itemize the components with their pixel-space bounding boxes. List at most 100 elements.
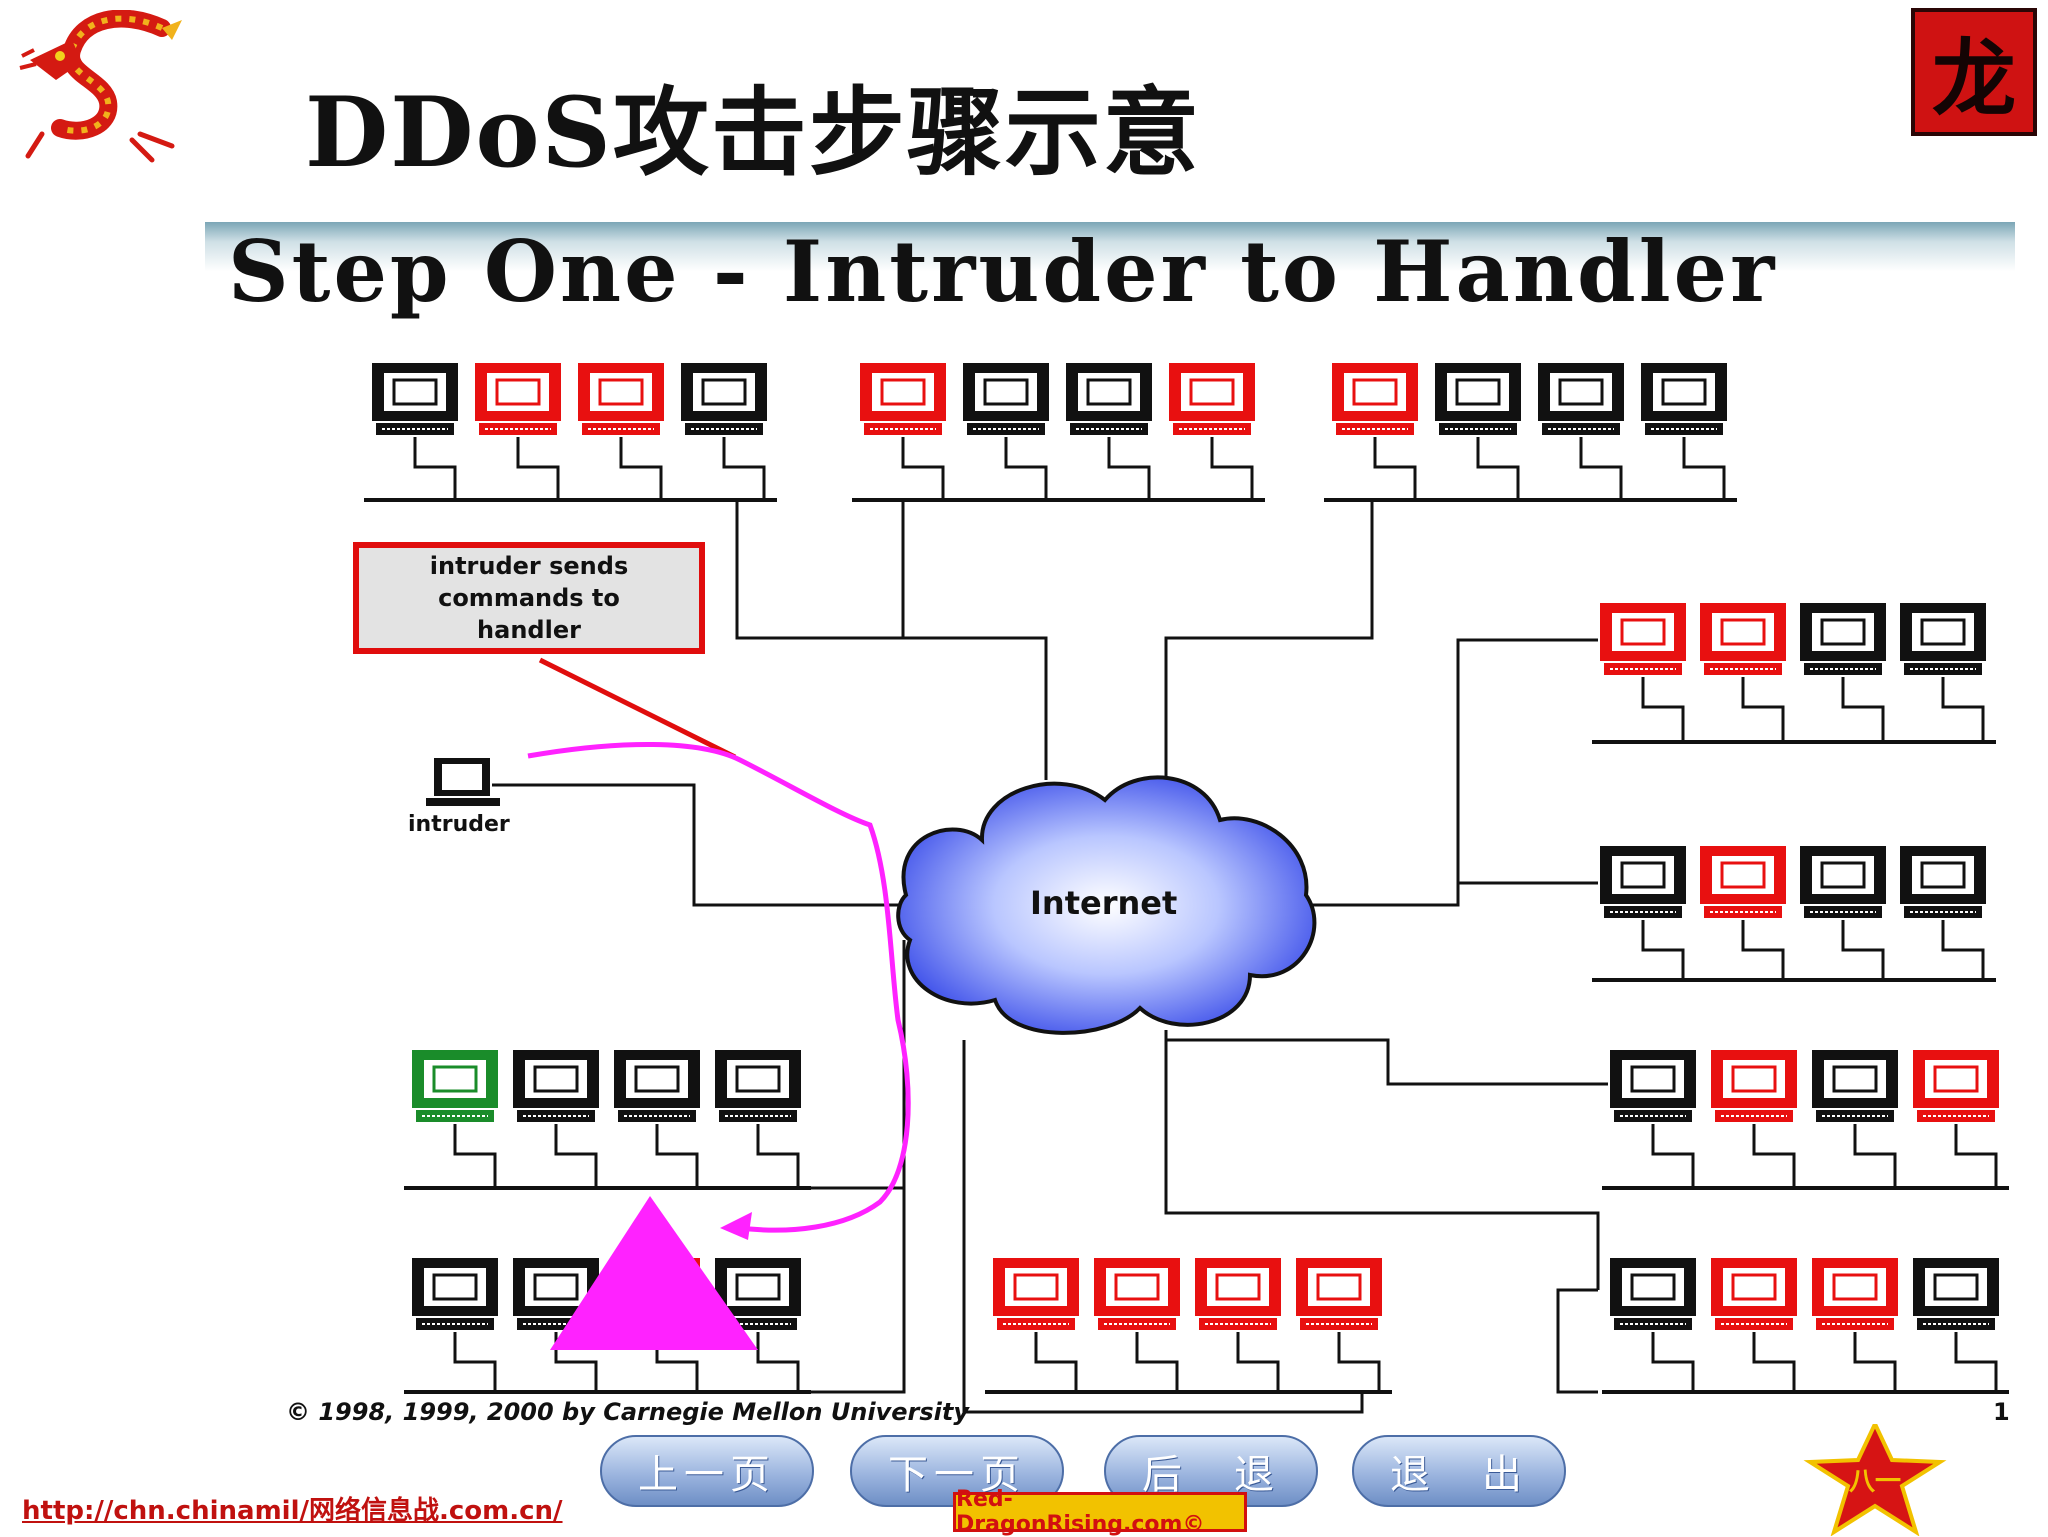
internet-cloud (896, 775, 1317, 1035)
terminal-drop-line (1210, 437, 1254, 500)
terminal-drop-line (1841, 920, 1885, 980)
terminal-icon (681, 363, 767, 500)
terminal-drop-line (554, 1124, 598, 1188)
slide-title: DDoS攻击步骤示意 (305, 76, 1201, 189)
terminal-drop-line (1651, 1124, 1695, 1188)
terminal-icon (1332, 363, 1418, 500)
terminal-icon (1600, 846, 1686, 980)
svg-text:八一: 八一 (1849, 1467, 1901, 1497)
callout-box: intruder sends commands to handler (353, 542, 705, 654)
terminal-drop-line (1034, 1332, 1078, 1392)
terminal-icon (1066, 363, 1152, 500)
intruder-label: intruder (408, 812, 510, 837)
terminal-icon (475, 363, 561, 500)
terminal-icon (1700, 603, 1786, 742)
step-title: Step One - Intruder to Handler (228, 222, 1778, 321)
source-url-link[interactable]: http://chn.chinamil/网络信息战.com.cn/ (22, 1496, 563, 1526)
terminal-icon (1711, 1050, 1797, 1188)
terminal-drop-line (1954, 1124, 1998, 1188)
network-link (1306, 638, 1598, 907)
terminal-icon (412, 1050, 498, 1188)
terminal-drop-line (1373, 437, 1417, 500)
brand-label: Red-DragonRising.com© (953, 1487, 1247, 1537)
terminal-drop-line (413, 437, 457, 500)
terminal-drop-line (1579, 437, 1623, 500)
command-path-arrow (527, 741, 911, 1233)
lan-segment (985, 1258, 1392, 1394)
handler-highlight-triangle (550, 1196, 758, 1350)
terminal-icon (1812, 1258, 1898, 1392)
lan-segment (1592, 603, 1996, 744)
terminal-icon (614, 1050, 700, 1188)
terminal-drop-line (1741, 677, 1785, 742)
terminal-drop-line (1853, 1124, 1897, 1188)
terminal-icon (963, 363, 1049, 500)
terminal-icon (1800, 846, 1886, 980)
terminal-drop-line (1004, 437, 1048, 500)
lan-segment (1602, 1050, 2009, 1190)
lan-segment (852, 363, 1265, 502)
terminal-drop-line (1741, 920, 1785, 980)
step-title-bar (205, 222, 2015, 312)
terminal-icon (1296, 1258, 1382, 1392)
terminal-icon (1641, 363, 1727, 500)
terminal-drop-line (619, 437, 663, 500)
terminal-icon (1711, 1258, 1797, 1392)
page-number: 1 (1993, 1398, 2010, 1426)
lan-segment (1602, 1258, 2009, 1394)
terminal-drop-line (1682, 437, 1726, 500)
lan-segment (404, 1050, 811, 1190)
terminal-drop-line (1107, 437, 1151, 500)
network-link (1556, 1288, 1598, 1394)
terminal-icon (1435, 363, 1521, 500)
terminal-drop-line (1941, 677, 1985, 742)
internet-cloud-shape (896, 775, 1317, 1035)
terminal-icon (860, 363, 946, 500)
terminal-drop-line (1954, 1332, 1998, 1392)
terminal-drop-line (1641, 677, 1685, 742)
terminal-drop-line (756, 1332, 800, 1392)
terminal-icon (1610, 1258, 1696, 1392)
dragon-badge: 龙 (1911, 8, 2037, 136)
terminal-icon (1812, 1050, 1898, 1188)
terminal-drop-line (516, 437, 560, 500)
intruder-computer-icon (426, 758, 500, 806)
terminal-icon (1900, 603, 1986, 742)
terminal-drop-line (901, 437, 945, 500)
terminal-icon (412, 1258, 498, 1392)
network-link (735, 500, 1048, 780)
terminal-icon (1169, 363, 1255, 500)
exit-button[interactable]: 退 出 (1352, 1435, 1566, 1507)
terminal-drop-line (1853, 1332, 1897, 1392)
terminal-icon (1913, 1258, 1999, 1392)
terminal-drop-line (1476, 437, 1520, 500)
callout-pointer (538, 657, 737, 760)
terminal-drop-line (1337, 1332, 1381, 1392)
callout-text: intruder sends commands to handler (429, 552, 629, 644)
terminal-icon (715, 1258, 801, 1392)
lan-segment (1592, 846, 1996, 982)
network-link (1164, 1038, 1608, 1290)
copyright-text: © 1998, 1999, 2000 by Carnegie Mellon Un… (286, 1398, 970, 1426)
lan-segment (364, 363, 777, 502)
terminal-drop-line (453, 1124, 497, 1188)
terminal-icon (1538, 363, 1624, 500)
terminal-drop-line (1651, 1332, 1695, 1392)
terminal-icon (1700, 846, 1786, 980)
terminal-icon (993, 1258, 1079, 1392)
terminal-icon (1094, 1258, 1180, 1392)
terminal-icon (1913, 1050, 1999, 1188)
terminal-drop-line (1752, 1332, 1796, 1392)
terminal-icon (1195, 1258, 1281, 1392)
prev-page-button[interactable]: 上一页 (600, 1435, 814, 1507)
terminal-drop-line (722, 437, 766, 500)
terminal-drop-line (655, 1124, 699, 1188)
dragon-logo-icon (19, 10, 182, 163)
terminal-icon (715, 1050, 801, 1188)
red-star-emblem-icon: 八一 (1803, 1424, 1947, 1536)
terminal-drop-line (1641, 920, 1685, 980)
terminal-drop-line (1236, 1332, 1280, 1392)
network-link (1164, 500, 1374, 780)
terminal-icon (1900, 846, 1986, 980)
